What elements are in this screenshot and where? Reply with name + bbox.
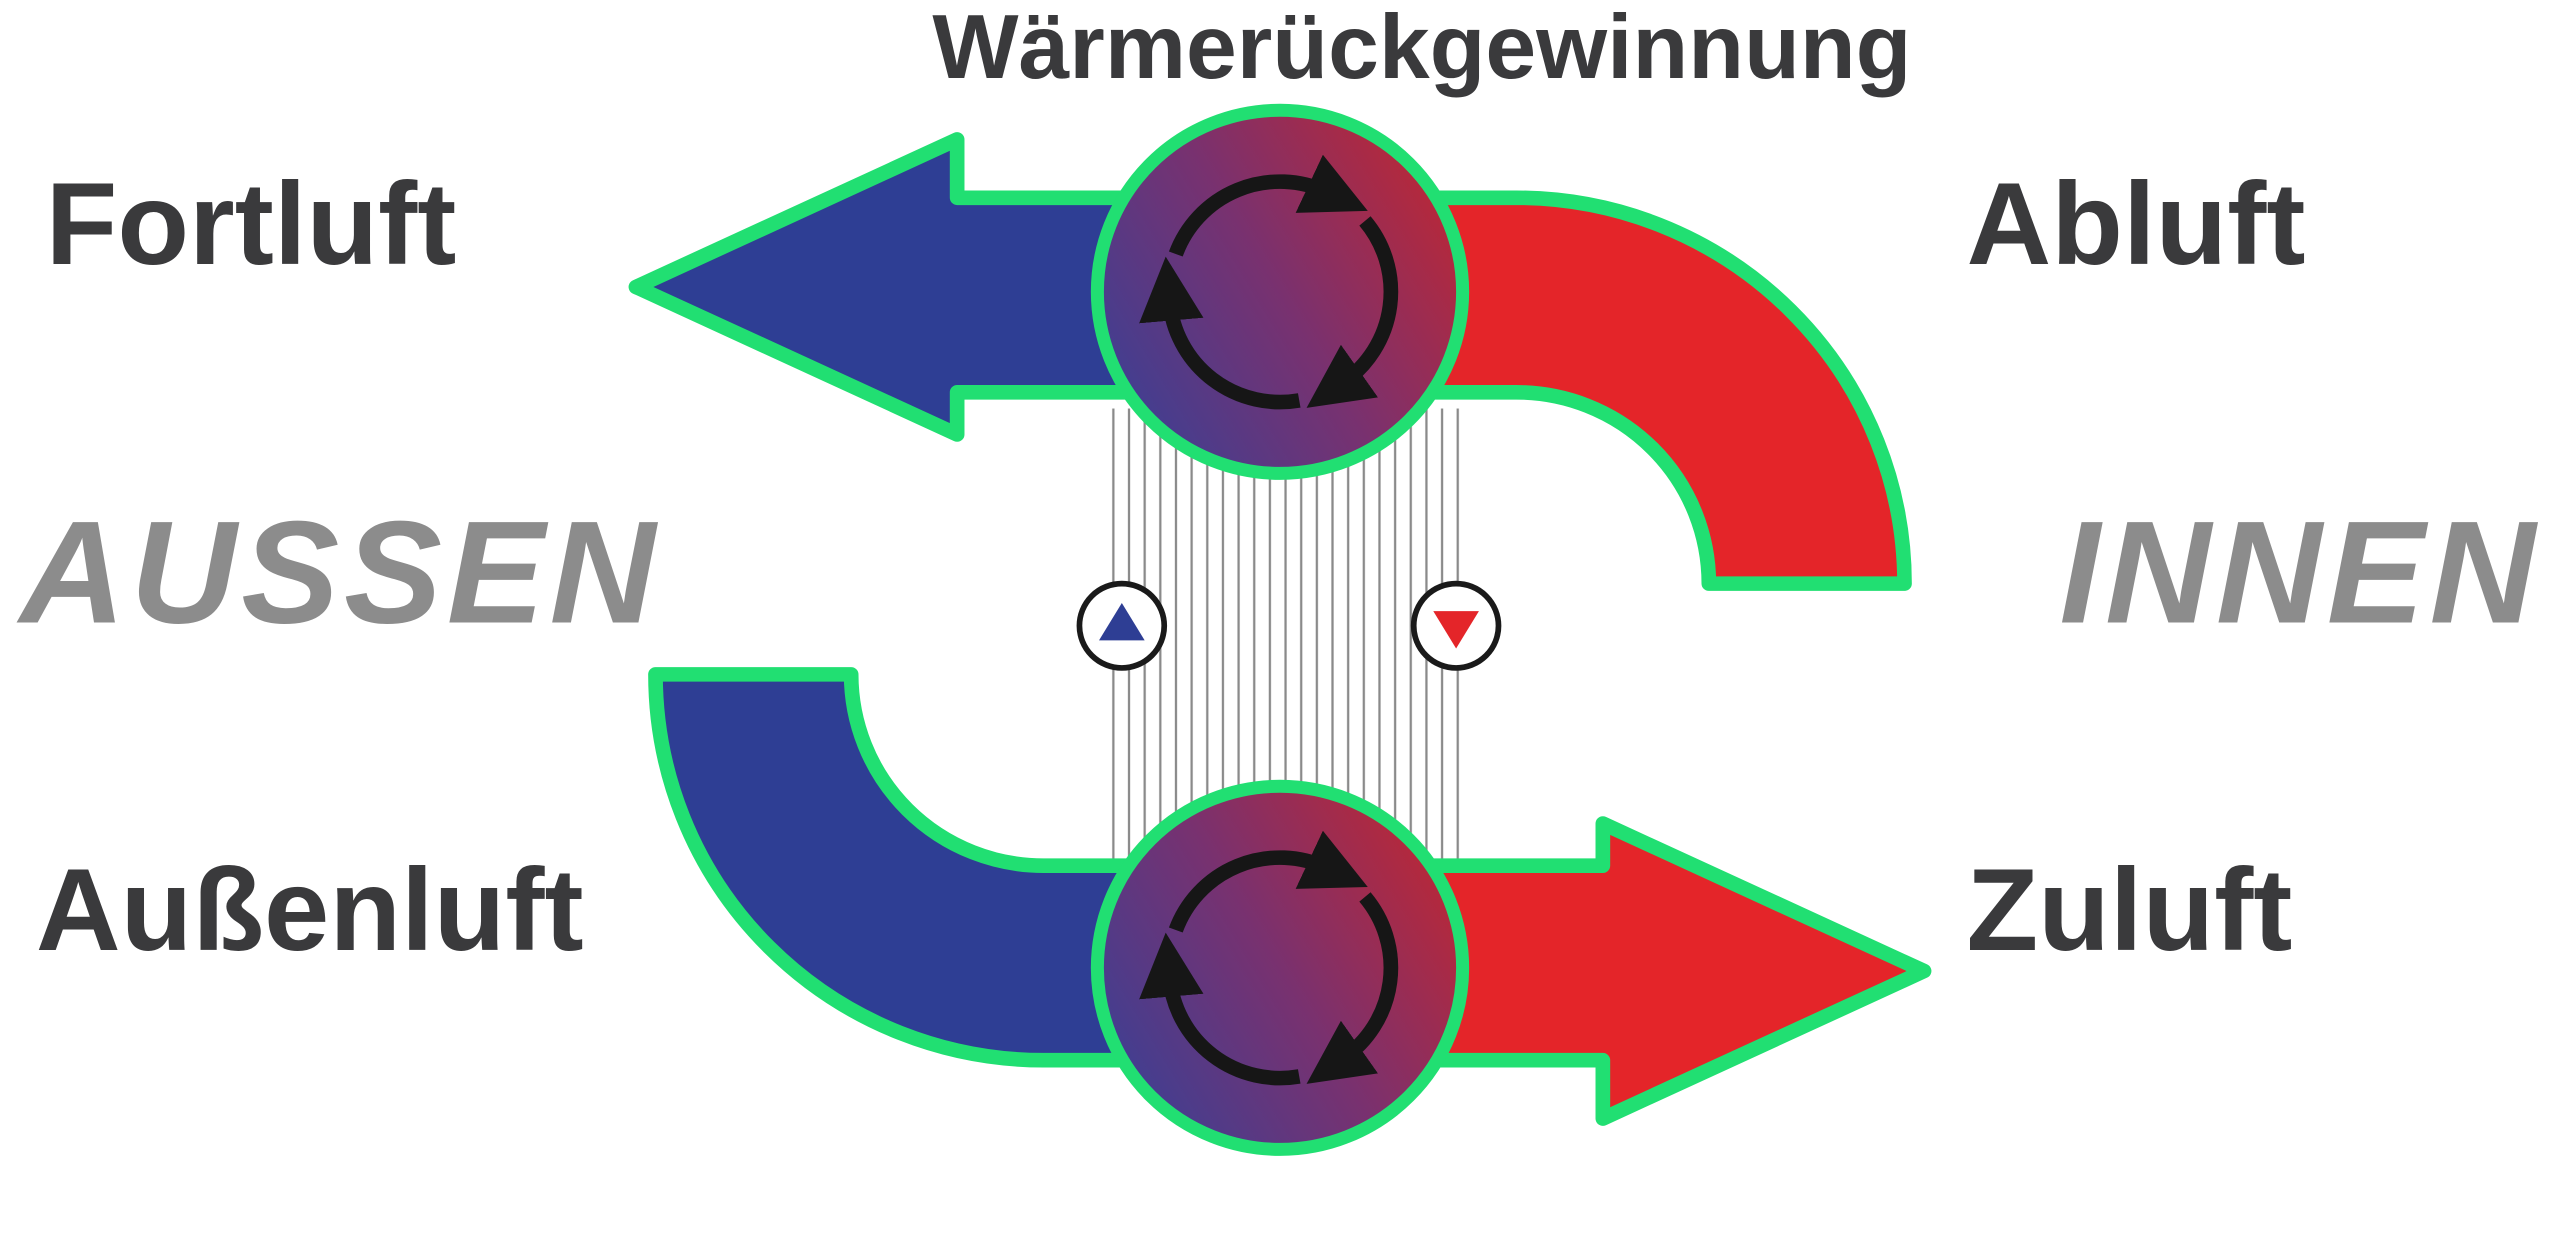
rotor-top bbox=[1090, 103, 1470, 480]
label-aussen: AUSSEN bbox=[17, 492, 661, 655]
rotor-bottom bbox=[1090, 779, 1470, 1156]
label-fortluft: Fortluft bbox=[46, 159, 457, 290]
temp-indicator-cold bbox=[1076, 580, 1168, 671]
label-abluft: Abluft bbox=[1966, 159, 2305, 290]
triangle-down-icon bbox=[1433, 611, 1479, 649]
label-aussenluft: Außenluft bbox=[36, 844, 584, 975]
label-zuluft: Zuluft bbox=[1966, 844, 2292, 975]
triangle-up-icon bbox=[1099, 603, 1145, 641]
label-innen: INNEN bbox=[2059, 492, 2540, 655]
temp-indicator-warm bbox=[1410, 580, 1502, 671]
diagram-title: Wärmerückgewinnung bbox=[932, 0, 1911, 98]
